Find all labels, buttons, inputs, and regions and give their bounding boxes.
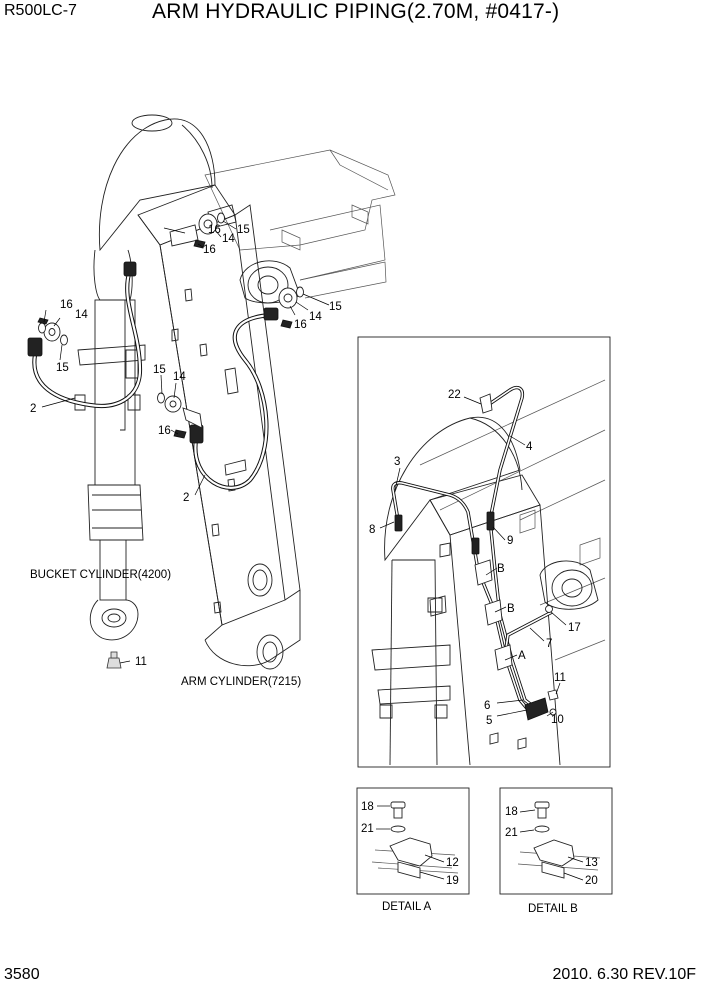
callout-7: 7 — [546, 638, 552, 650]
detail-a-frame — [356, 787, 470, 895]
callout-9: 9 — [507, 535, 513, 547]
callout-3: 3 — [394, 456, 400, 468]
revision-date: 2010. 6.30 REV.10F — [552, 966, 696, 983]
page-number: 3580 — [4, 966, 40, 983]
detail-marker-b-1: B — [497, 563, 505, 575]
inset-detail-frame — [357, 336, 611, 768]
bucket-cylinder-label: BUCKET CYLINDER(4200) — [30, 569, 171, 581]
callout-16-top: 16 — [208, 224, 221, 236]
inset-fittings — [394, 393, 559, 721]
callout-8: 8 — [369, 524, 375, 536]
bucket-cylinder — [74, 249, 146, 641]
inset-boom-structure — [419, 379, 606, 661]
callout-10: 10 — [551, 714, 564, 726]
callout-16-left: 16 — [60, 299, 73, 311]
callout-16-top-b: 16 — [203, 244, 216, 256]
callout-21-b: 21 — [505, 827, 518, 839]
arm-cylinder-label: ARM CYLINDER(7215) — [181, 676, 301, 688]
detail-b-label: DETAIL B — [528, 903, 578, 915]
callout-14-right: 14 — [309, 311, 322, 323]
callout-6: 6 — [484, 700, 490, 712]
callout-18-b: 18 — [505, 806, 518, 818]
leader-lines — [41, 220, 584, 881]
inset-pipe-part7 — [503, 610, 553, 656]
grease-nipple-part11 — [106, 651, 122, 669]
callout-18-a: 18 — [361, 801, 374, 813]
arm-body — [98, 114, 301, 670]
flange-mid — [157, 392, 203, 439]
callout-14-top: 14 — [222, 233, 235, 245]
callout-2-left: 2 — [30, 403, 36, 415]
callout-22: 22 — [448, 389, 461, 401]
detail-b-frame — [499, 787, 613, 895]
callout-12: 12 — [446, 857, 459, 869]
flange-upper-right — [278, 286, 304, 329]
callout-19: 19 — [446, 875, 459, 887]
callout-13: 13 — [585, 857, 598, 869]
callout-21-a: 21 — [361, 823, 374, 835]
callout-15-left: 15 — [56, 362, 69, 374]
flange-left — [37, 317, 68, 346]
hose-arm-part2 — [189, 307, 279, 490]
callout-11-left: 11 — [135, 656, 147, 668]
inset-bucket-cylinder — [371, 559, 451, 766]
callout-14-mid: 14 — [173, 371, 186, 383]
inset-pipe-part3 — [391, 481, 532, 714]
boom-structure — [204, 149, 396, 299]
flange-upper-left — [169, 212, 225, 249]
inset-pipe-part4 — [487, 385, 540, 712]
inset-arm-body — [384, 416, 599, 766]
model-code: R500LC-7 — [4, 2, 77, 19]
hose-left-part2 — [27, 261, 143, 409]
callout-numbers: 16 16 14 15 16 14 15 16 14 15 2 15 14 16… — [30, 224, 598, 887]
callout-17: 17 — [568, 622, 581, 634]
callout-14-left: 14 — [75, 309, 88, 321]
callout-15-right: 15 — [329, 301, 342, 313]
detail-b-clamp — [517, 801, 601, 879]
callout-16-mid: 16 — [158, 425, 171, 437]
callout-15-mid: 15 — [153, 364, 166, 376]
detail-a-label: DETAIL A — [382, 901, 432, 913]
callout-5: 5 — [486, 715, 492, 727]
detail-a-clamp — [371, 801, 459, 879]
callout-2-mid: 2 — [183, 492, 189, 504]
callout-20: 20 — [585, 875, 598, 887]
callout-15-top: 15 — [237, 224, 250, 236]
detail-marker-b-2: B — [507, 603, 515, 615]
callout-4: 4 — [526, 441, 533, 453]
callout-11-right: 11 — [554, 672, 566, 684]
page-title: ARM HYDRAULIC PIPING(2.70M, #0417-) — [152, 0, 560, 23]
detail-marker-a: A — [518, 650, 526, 662]
callout-16-right: 16 — [294, 319, 307, 331]
